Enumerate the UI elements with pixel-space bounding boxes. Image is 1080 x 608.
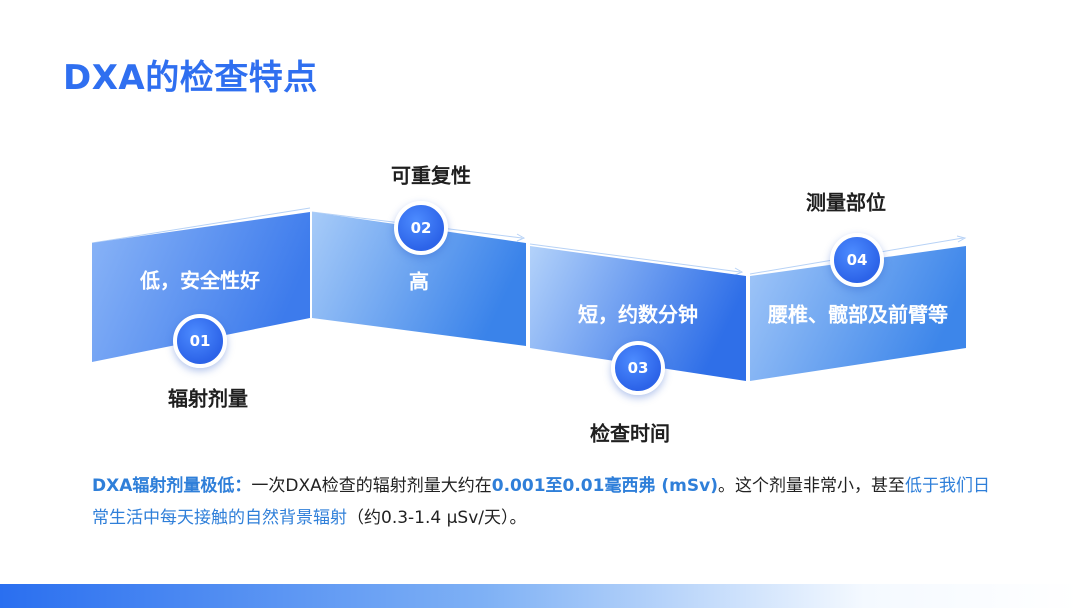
- panel-1: [92, 212, 310, 362]
- panel-3: [530, 246, 746, 381]
- page-title: DXA的检查特点: [63, 58, 318, 98]
- step-1-value: 低，安全性好: [140, 268, 260, 293]
- description-lead: DXA辐射剂量极低：: [92, 476, 252, 496]
- bottom-decor-bar: [0, 584, 1080, 608]
- step-3-badge: 03: [611, 341, 665, 395]
- panel-4: [750, 246, 966, 381]
- description-compare: 低于我们日常生活中每天接触的自然背景辐射: [92, 476, 990, 528]
- step-3-value: 短，约数分钟: [578, 302, 698, 327]
- step-2-value: 高: [409, 269, 429, 294]
- step-1-badge: 01: [173, 314, 227, 368]
- step-4-label: 测量部位: [806, 190, 886, 215]
- step-4-value: 腰椎、髋部及前臂等: [768, 302, 948, 327]
- description-part3: （约0.3-1.4 μSv/天）。: [347, 508, 527, 528]
- step-1-label: 辐射剂量: [168, 386, 248, 411]
- description-dose: 0.001至0.01毫西弗 (mSv): [491, 476, 718, 496]
- step-2-badge: 02: [394, 201, 448, 255]
- step-2-label: 可重复性: [391, 163, 471, 188]
- step-4-badge: 04: [830, 233, 884, 287]
- description-part2: 。这个剂量非常小，甚至: [717, 476, 905, 496]
- description-paragraph: DXA辐射剂量极低：一次DXA检查的辐射剂量大约在0.001至0.01毫西弗 (…: [92, 470, 992, 534]
- panel-2: [312, 212, 526, 346]
- step-3-label: 检查时间: [590, 421, 670, 446]
- description-part1: 一次DXA检查的辐射剂量大约在: [251, 476, 492, 496]
